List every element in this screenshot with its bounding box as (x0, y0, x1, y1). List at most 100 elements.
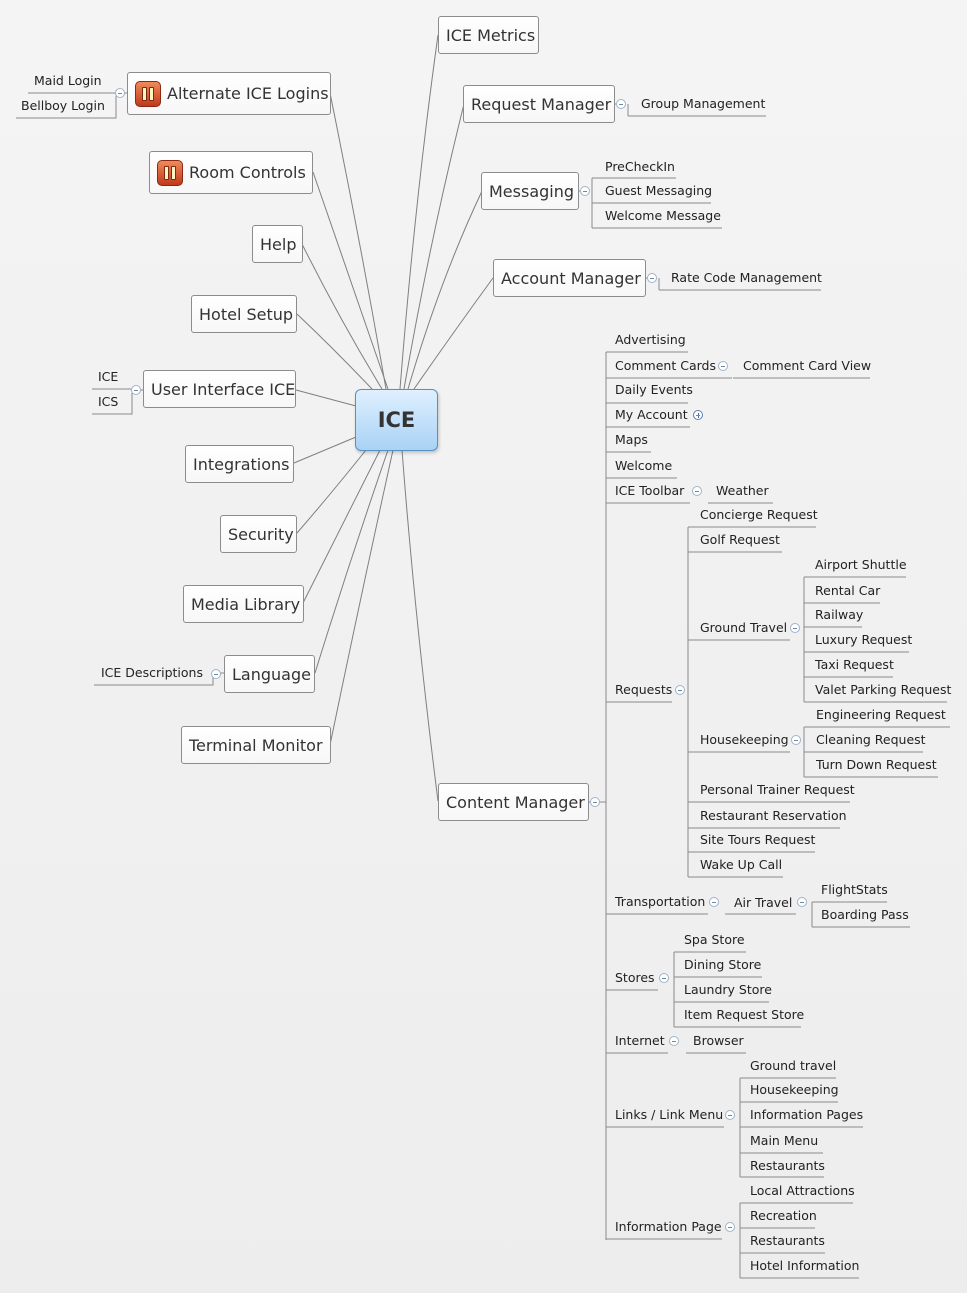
subtopic-rate-code-management[interactable]: Rate Code Management (671, 270, 822, 285)
subtopic-bellboy-login[interactable]: Bellboy Login (21, 98, 105, 113)
collapse-toggle-icon[interactable] (692, 486, 702, 496)
node-hotel-information[interactable]: Hotel Information (750, 1258, 860, 1273)
node-spa-store[interactable]: Spa Store (684, 932, 745, 947)
topic-integrations[interactable]: Integrations (185, 445, 294, 483)
node-advertising[interactable]: Advertising (615, 332, 686, 347)
node-valet-parking-request[interactable]: Valet Parking Request (815, 682, 952, 697)
collapse-toggle-icon[interactable] (616, 99, 626, 109)
node-restaurants-info[interactable]: Restaurants (750, 1233, 825, 1248)
collapse-toggle-icon[interactable] (675, 685, 685, 695)
node-boarding-pass[interactable]: Boarding Pass (821, 907, 909, 922)
node-comment-cards[interactable]: Comment Cards (615, 358, 716, 373)
topic-messaging[interactable]: Messaging (481, 172, 579, 210)
topic-alternate-ice-logins[interactable]: Alternate ICE Logins (127, 72, 331, 115)
collapse-toggle-icon[interactable] (718, 361, 728, 371)
subtopic-ice-descriptions[interactable]: ICE Descriptions (101, 665, 203, 680)
node-wake-up-call[interactable]: Wake Up Call (700, 857, 783, 872)
topic-label: Room Controls (189, 163, 306, 182)
collapse-toggle-icon[interactable] (725, 1110, 735, 1120)
pause-icon (135, 80, 161, 107)
subtopic-maid-login[interactable]: Maid Login (34, 73, 102, 88)
collapse-toggle-icon[interactable] (211, 669, 221, 679)
node-ice-toolbar[interactable]: ICE Toolbar (615, 483, 685, 498)
topic-language[interactable]: Language (224, 655, 315, 693)
topic-request-manager[interactable]: Request Manager (463, 85, 615, 123)
node-railway[interactable]: Railway (815, 607, 864, 622)
node-transportation[interactable]: Transportation (615, 894, 706, 909)
topic-room-controls[interactable]: Room Controls (149, 151, 313, 194)
node-rental-car[interactable]: Rental Car (815, 583, 881, 598)
subtopic-welcome-message[interactable]: Welcome Message (605, 208, 721, 223)
topic-help[interactable]: Help (252, 225, 303, 263)
node-personal-trainer-request[interactable]: Personal Trainer Request (700, 782, 855, 797)
collapse-toggle-icon[interactable] (659, 973, 669, 983)
node-restaurant-reservation[interactable]: Restaurant Reservation (700, 808, 847, 823)
node-comment-card-view[interactable]: Comment Card View (743, 358, 872, 373)
node-item-request-store[interactable]: Item Request Store (684, 1007, 805, 1022)
collapse-toggle-icon[interactable] (725, 1222, 735, 1232)
node-airport-shuttle[interactable]: Airport Shuttle (815, 557, 907, 572)
pause-icon (157, 159, 183, 186)
node-housekeeping-link[interactable]: Housekeeping (750, 1082, 839, 1097)
node-taxi-request[interactable]: Taxi Request (815, 657, 894, 672)
node-laundry-store[interactable]: Laundry Store (684, 982, 772, 997)
node-housekeeping[interactable]: Housekeeping (700, 732, 789, 747)
topic-security[interactable]: Security (220, 515, 297, 553)
node-information-page[interactable]: Information Page (615, 1219, 722, 1234)
node-internet[interactable]: Internet (615, 1033, 665, 1048)
subtopic-guest-messaging[interactable]: Guest Messaging (605, 183, 713, 198)
collapse-toggle-icon[interactable] (790, 623, 800, 633)
node-engineering-request[interactable]: Engineering Request (816, 707, 946, 722)
topic-account-manager[interactable]: Account Manager (493, 259, 646, 297)
topic-content-manager[interactable]: Content Manager (438, 783, 589, 821)
topic-ice-metrics[interactable]: ICE Metrics (438, 16, 539, 54)
collapse-toggle-icon[interactable] (115, 88, 125, 98)
collapse-toggle-icon[interactable] (580, 186, 590, 196)
topic-terminal-monitor[interactable]: Terminal Monitor (181, 726, 331, 764)
node-weather[interactable]: Weather (716, 483, 769, 498)
subtopic-ice[interactable]: ICE (98, 369, 119, 384)
subtopic-group-management[interactable]: Group Management (641, 96, 766, 111)
node-local-attractions[interactable]: Local Attractions (750, 1183, 855, 1198)
node-requests[interactable]: Requests (615, 682, 673, 697)
central-topic[interactable]: ICE (355, 389, 438, 451)
expand-toggle-icon[interactable] (693, 410, 703, 420)
node-concierge-request[interactable]: Concierge Request (700, 507, 818, 522)
topic-hotel-setup[interactable]: Hotel Setup (191, 295, 297, 333)
node-links-link-menu[interactable]: Links / Link Menu (615, 1107, 724, 1122)
subtopic-ics[interactable]: ICS (98, 394, 119, 409)
node-flightstats[interactable]: FlightStats (821, 882, 888, 897)
node-air-travel[interactable]: Air Travel (734, 895, 793, 910)
node-my-account[interactable]: My Account (615, 407, 688, 422)
node-daily-events[interactable]: Daily Events (615, 382, 693, 397)
node-turn-down-request[interactable]: Turn Down Request (816, 757, 937, 772)
collapse-toggle-icon[interactable] (647, 273, 657, 283)
topic-media-library[interactable]: Media Library (183, 585, 304, 623)
node-ground-travel[interactable]: Ground Travel (700, 620, 788, 635)
node-maps[interactable]: Maps (615, 432, 648, 447)
node-site-tours-request[interactable]: Site Tours Request (700, 832, 816, 847)
node-cleaning-request[interactable]: Cleaning Request (816, 732, 926, 747)
topic-label: Alternate ICE Logins (167, 84, 329, 103)
subtopic-precheckin[interactable]: PreCheckIn (605, 159, 675, 174)
collapse-toggle-icon[interactable] (590, 797, 600, 807)
node-information-pages[interactable]: Information Pages (750, 1107, 864, 1122)
node-welcome[interactable]: Welcome (615, 458, 673, 473)
collapse-toggle-icon[interactable] (669, 1036, 679, 1046)
collapse-toggle-icon[interactable] (791, 735, 801, 745)
node-restaurants-link[interactable]: Restaurants (750, 1158, 825, 1173)
node-golf-request[interactable]: Golf Request (700, 532, 780, 547)
node-luxury-request[interactable]: Luxury Request (815, 632, 913, 647)
collapse-toggle-icon[interactable] (797, 897, 807, 907)
node-ground-travel-link[interactable]: Ground travel (750, 1058, 837, 1073)
node-browser[interactable]: Browser (693, 1033, 744, 1048)
node-main-menu[interactable]: Main Menu (750, 1133, 819, 1148)
topic-user-interface-ice[interactable]: User Interface ICE (143, 370, 296, 408)
node-recreation[interactable]: Recreation (750, 1208, 817, 1223)
node-stores[interactable]: Stores (615, 970, 655, 985)
node-dining-store[interactable]: Dining Store (684, 957, 762, 972)
collapse-toggle-icon[interactable] (131, 385, 141, 395)
collapse-toggle-icon[interactable] (709, 897, 719, 907)
